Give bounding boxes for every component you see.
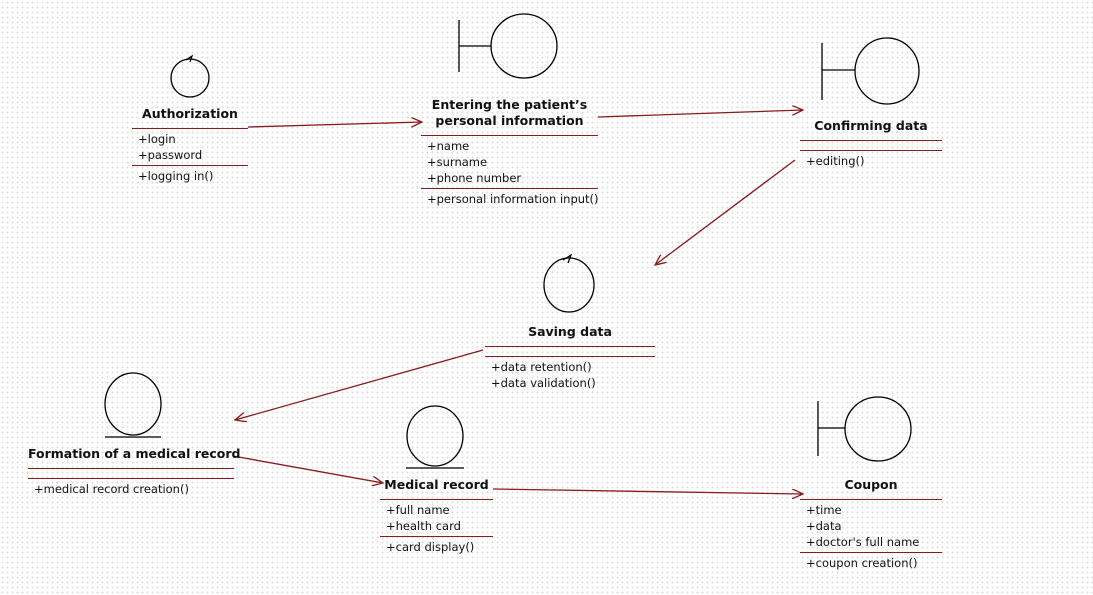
divider: [421, 135, 598, 136]
attribute: +time: [806, 503, 842, 517]
operation: +editing(): [806, 154, 865, 168]
divider: [485, 356, 655, 357]
attribute-list: +full name +health card: [380, 500, 493, 536]
divider: [132, 165, 248, 166]
attribute: +login: [138, 132, 176, 146]
attribute-list: +login +password: [132, 129, 248, 165]
divider: [28, 468, 234, 469]
divider: [132, 128, 248, 129]
coupon-boundary-icon: [817, 396, 912, 462]
entering-boundary-icon: [458, 13, 558, 79]
attribute: +data: [806, 519, 842, 533]
class-confirming-data[interactable]: Confirming data +editing(): [800, 118, 942, 171]
operation: +card display(): [386, 540, 475, 554]
confirming-boundary-icon: [821, 37, 920, 105]
arrow-medical-record-to-coupon: [492, 488, 803, 494]
attribute-list: [485, 347, 655, 356]
divider: [800, 552, 942, 553]
operation-list: +card display(): [380, 537, 493, 557]
class-title: Medical record: [384, 477, 489, 492]
attribute: +password: [138, 148, 203, 162]
class-title-line-1: Entering the patient’s: [431, 97, 588, 112]
divider: [485, 346, 655, 347]
saving-control-icon: [543, 253, 595, 313]
divider: [28, 478, 234, 479]
operation: +logging in(): [138, 169, 214, 183]
attribute: +surname: [427, 155, 488, 169]
operation-list: +data retention() +data validation(): [485, 357, 655, 393]
operation-list: +personal information input(): [421, 189, 599, 209]
attribute-list: +time +data +doctor's full name: [800, 500, 942, 552]
divider: [800, 499, 942, 500]
arrow-confirming-to-saving: [655, 159, 796, 265]
authorization-control-icon: [170, 54, 210, 98]
class-title: Authorization: [142, 106, 238, 121]
attribute: +full name: [386, 503, 450, 517]
arrow-authorization-to-entering: [247, 122, 422, 128]
operation: +personal information input(): [427, 192, 599, 206]
divider: [380, 536, 493, 537]
operation-list: +medical record creation(): [28, 479, 234, 499]
arrow-entering-to-confirming: [597, 110, 803, 118]
class-title: Confirming data: [814, 118, 928, 133]
operation-list: +editing(): [800, 151, 942, 171]
operation: +medical record creation(): [34, 482, 189, 496]
attribute: +doctor's full name: [806, 535, 920, 549]
attribute-list: [800, 141, 942, 150]
attribute: +name: [427, 139, 470, 153]
class-medical-record[interactable]: Medical record +full name +health card +…: [380, 477, 493, 557]
formation-entity-icon: [104, 372, 162, 438]
operation: +coupon creation(): [806, 556, 918, 570]
class-formation-of-medical-record[interactable]: Formation of a medical record +medical r…: [28, 446, 241, 499]
divider: [380, 499, 493, 500]
attribute: +phone number: [427, 171, 522, 185]
class-coupon[interactable]: Coupon +time +data +doctor's full name +…: [800, 477, 942, 573]
arrow-formation-to-medical-record: [232, 455, 383, 483]
operation-list: +logging in(): [132, 166, 248, 186]
divider: [800, 140, 942, 141]
class-title: Formation of a medical record: [28, 446, 241, 461]
class-entering-personal-information[interactable]: Entering the patient’s personal informat…: [421, 97, 599, 209]
class-title: Saving data: [528, 324, 612, 339]
attribute-list: +name +surname +phone number: [421, 136, 598, 188]
operation-list: +coupon creation(): [800, 553, 942, 573]
class-title-line-2: personal information: [435, 113, 584, 128]
class-saving-data[interactable]: Saving data +data retention() +data vali…: [485, 324, 655, 393]
arrow-saving-to-formation: [235, 349, 484, 420]
operation: +data retention(): [491, 360, 592, 374]
operation: +data validation(): [491, 376, 596, 390]
class-title: Coupon: [844, 477, 898, 492]
attribute: +health card: [386, 519, 461, 533]
divider: [421, 188, 598, 189]
medical-record-entity-icon: [406, 405, 464, 469]
divider: [800, 150, 942, 151]
class-authorization[interactable]: Authorization +login +password +logging …: [132, 106, 248, 186]
attribute-list: [28, 469, 234, 478]
